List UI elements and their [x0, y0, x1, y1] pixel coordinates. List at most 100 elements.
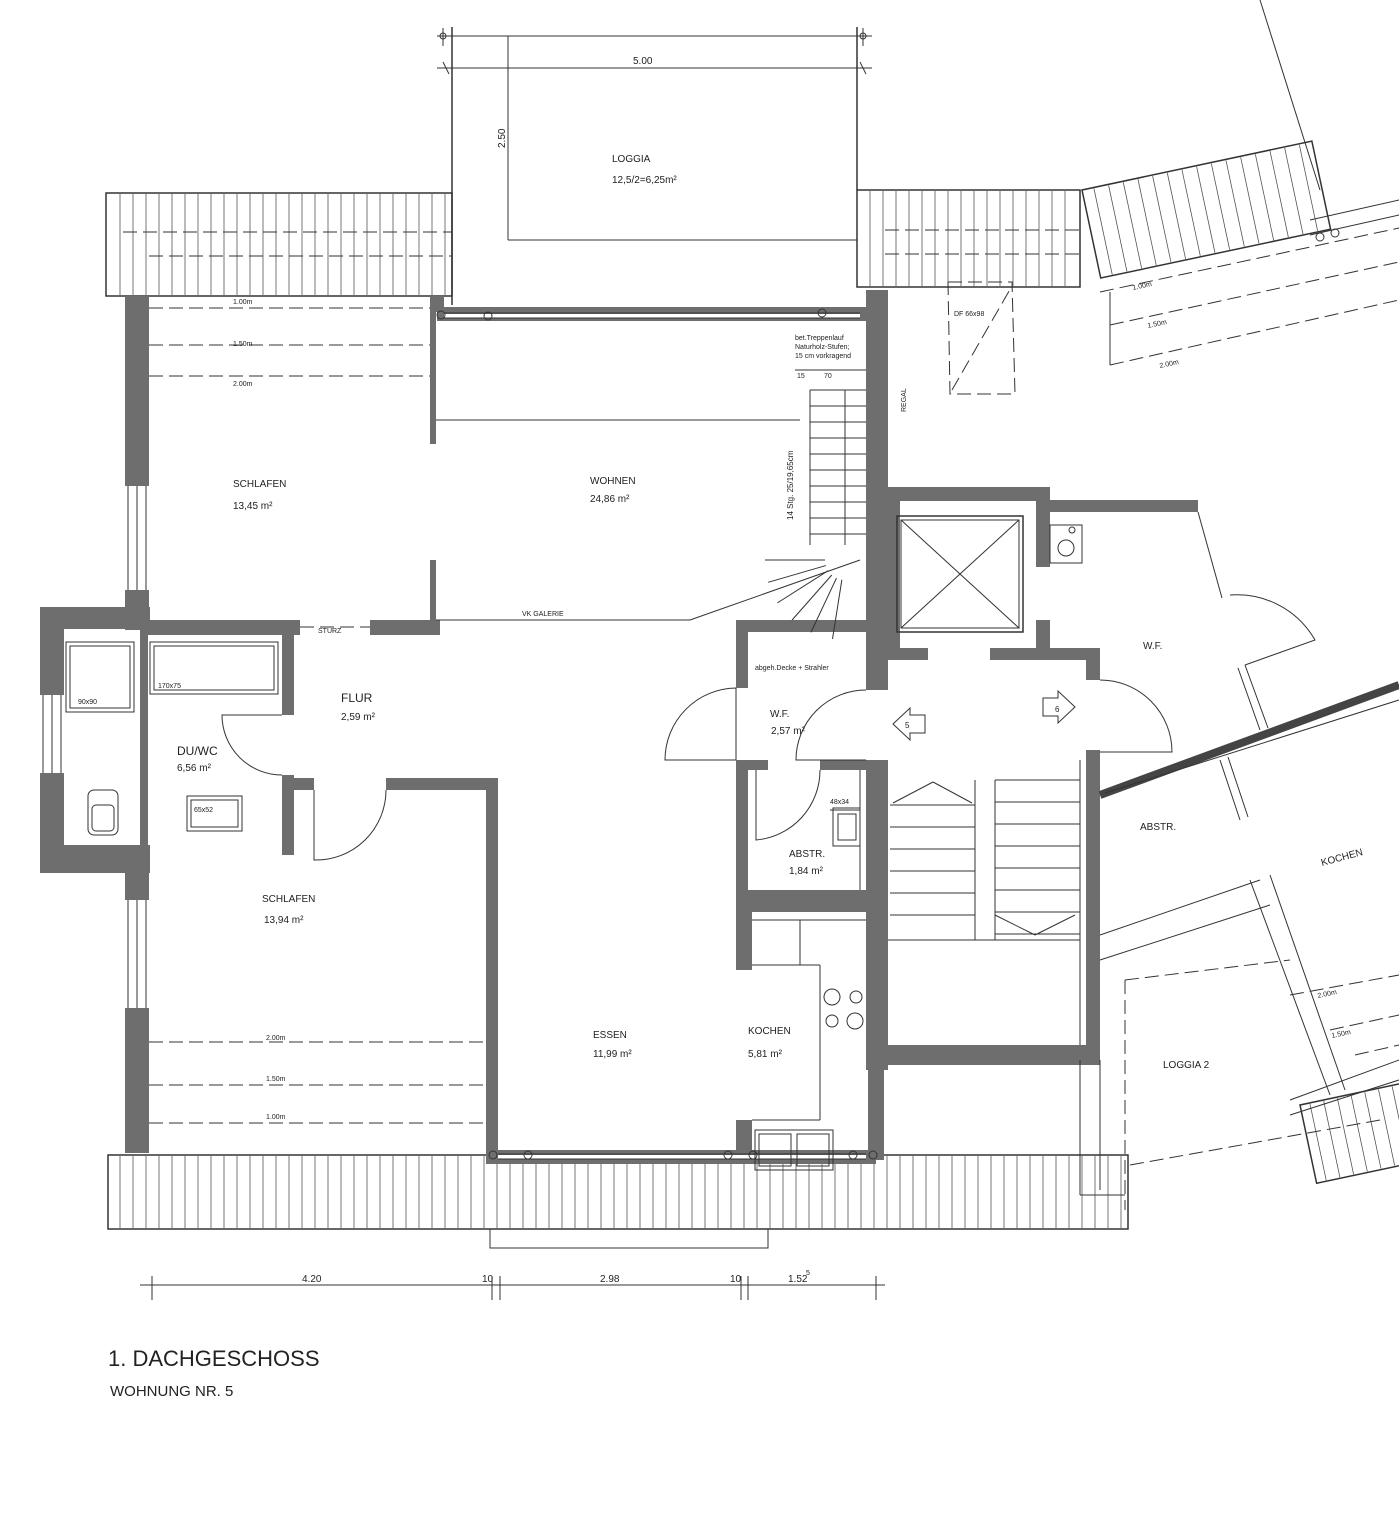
dim-bottom-seg2: 10	[482, 1274, 494, 1285]
room-kochen-right-name: KOCHEN	[1320, 847, 1364, 869]
entry-arrows	[892, 689, 1076, 742]
room-wohnen-name: WOHNEN	[590, 476, 636, 487]
room-kochen-area: 5,81 m²	[748, 1049, 783, 1060]
roof-band-bottom	[107, 1154, 1129, 1249]
height-label-1-bottom: 1.00m	[266, 1114, 286, 1121]
room-duwc-area: 6,56 m²	[177, 763, 212, 774]
height-label-2-right-lower: 1.50m	[1331, 1029, 1352, 1040]
room-flur-area: 2,59 m²	[341, 712, 376, 723]
roof-hatch-line	[1093, 188, 1113, 275]
height-label-3-right: 2.00m	[1159, 359, 1180, 370]
height-lines	[123, 227, 1399, 1166]
thin-lines	[42, 312, 1081, 1160]
door-6-label: 6	[1055, 705, 1060, 714]
fixtures	[65, 228, 1340, 1171]
abgeh-label: abgeh.Decke + Strahler	[755, 665, 829, 672]
roof-hatch-line	[1336, 1097, 1354, 1175]
room-wf-right-name: W.F.	[1143, 641, 1162, 652]
room-abstr-small-area: 1,84 m²	[789, 866, 824, 877]
room-wf-small-name: W.F.	[770, 709, 789, 720]
stairwell-arrow	[994, 914, 1036, 936]
room-abstr-small-name: ABSTR.	[789, 849, 825, 860]
roof-hatch-line	[1181, 169, 1201, 256]
dim-bottom-seg5-sup: 5	[806, 1270, 810, 1277]
stairwell-arrow	[1034, 914, 1076, 936]
room-schlafen-top-area: 13,45 m²	[233, 501, 273, 512]
dimension-bottom	[140, 1276, 885, 1300]
roof-hatch-line	[1196, 166, 1216, 253]
room-loggia-name: LOGGIA	[612, 154, 651, 165]
height-label-2-bottom: 1.50m	[266, 1076, 286, 1083]
stair-dim-b: 70	[824, 373, 832, 380]
height-label-2-right: 1.50m	[1147, 319, 1168, 330]
sturz-label: STURZ	[318, 628, 342, 635]
basin-label: 65x52	[194, 807, 213, 814]
stair-winder	[831, 579, 843, 640]
roof-hatch-line	[1108, 185, 1128, 272]
roof-band-top-left	[105, 192, 453, 297]
plan-title: 1. DACHGESCHOSS	[108, 1346, 320, 1371]
loggia-area	[451, 27, 858, 305]
stair-note-line-2: Naturholz-Stufen;	[795, 344, 850, 351]
roof-hatch-line	[1284, 147, 1304, 235]
sink-small-label: 48x34	[830, 799, 849, 806]
regal-label: REGAL	[901, 388, 908, 412]
roof-hatch-line	[1350, 1095, 1368, 1172]
dim-bottom-seg4: 10	[730, 1274, 742, 1285]
roof-hatch-line	[1225, 160, 1245, 247]
stair-winder	[768, 565, 826, 583]
room-schlafen-bottom-name: SCHLAFEN	[262, 894, 315, 905]
room-essen-area: 11,99 m²	[593, 1049, 632, 1060]
stair-note-line-3: 15 cm vorkragend	[795, 353, 851, 360]
height-label-1-right: 1.00m	[1132, 281, 1153, 292]
roof-hatch-line	[1298, 144, 1319, 231]
room-essen-name: ESSEN	[593, 1030, 627, 1041]
stairwell-arrow	[892, 781, 934, 804]
room-duwc-name: DU/WC	[177, 744, 218, 758]
roof-hatch-line	[1269, 150, 1289, 238]
room-loggia-area: 12,5/2=6,25m²	[612, 175, 677, 186]
df-window-label: DF 66x98	[954, 311, 984, 318]
doors	[221, 511, 1316, 861]
roof-hatch-line	[1323, 1100, 1341, 1178]
dim-bottom-seg3: 2.98	[600, 1274, 620, 1285]
roof-band-bottom-right	[1299, 1081, 1399, 1185]
vk-galerie-label: VK GALERIE	[522, 611, 564, 618]
roof-hatch-line	[1210, 163, 1231, 250]
roof-hatch-line	[1240, 157, 1260, 244]
room-schlafen-top-name: SCHLAFEN	[233, 479, 286, 490]
stair-dim-a: 15	[797, 373, 805, 380]
roof-hatch-line	[1166, 172, 1186, 260]
dim-bottom-seg5: 1.52	[788, 1274, 808, 1285]
room-loggia2-name: LOGGIA 2	[1163, 1060, 1210, 1071]
plan-subtitle: WOHNUNG NR. 5	[110, 1383, 233, 1400]
height-label-3-right-lower: 2.00m	[1317, 989, 1338, 1000]
roof-hatch-line	[1137, 179, 1157, 266]
lift-shaft	[896, 515, 1024, 633]
stair-steps-label: 14 Stg. 25/19,65cm	[786, 450, 795, 520]
roof-hatch-line	[1378, 1089, 1396, 1166]
shower-label: 90x90	[78, 699, 97, 706]
stair-winder	[810, 577, 837, 633]
stairwell-arrow	[932, 781, 973, 804]
roof-hatch-line	[1152, 175, 1172, 263]
dimension-top	[437, 28, 872, 75]
height-label-3-bottom: 2.00m	[266, 1035, 286, 1042]
tub-label: 170x75	[158, 683, 181, 690]
stair-note-line-1: bet.Treppenlauf	[795, 335, 844, 342]
dim-bottom-seg1: 4.20	[302, 1274, 322, 1285]
height-label-2-top: 1.50m	[233, 341, 253, 348]
roof-hatch-line	[1122, 182, 1142, 269]
dimension-top-depth: 2.50	[497, 128, 508, 148]
roof-hatch-line	[1364, 1092, 1382, 1169]
stair-winder	[791, 574, 833, 621]
stair-winder	[777, 570, 829, 604]
room-kochen-name: KOCHEN	[748, 1026, 791, 1037]
dimension-top-width: 5.00	[633, 56, 653, 67]
room-wohnen-area: 24,86 m²	[590, 494, 630, 505]
room-flur-name: FLUR	[341, 691, 373, 705]
roof-hatch-line	[1254, 154, 1275, 241]
room-schlafen-bottom-area: 13,94 m²	[264, 915, 304, 926]
stairwell	[890, 779, 1080, 940]
